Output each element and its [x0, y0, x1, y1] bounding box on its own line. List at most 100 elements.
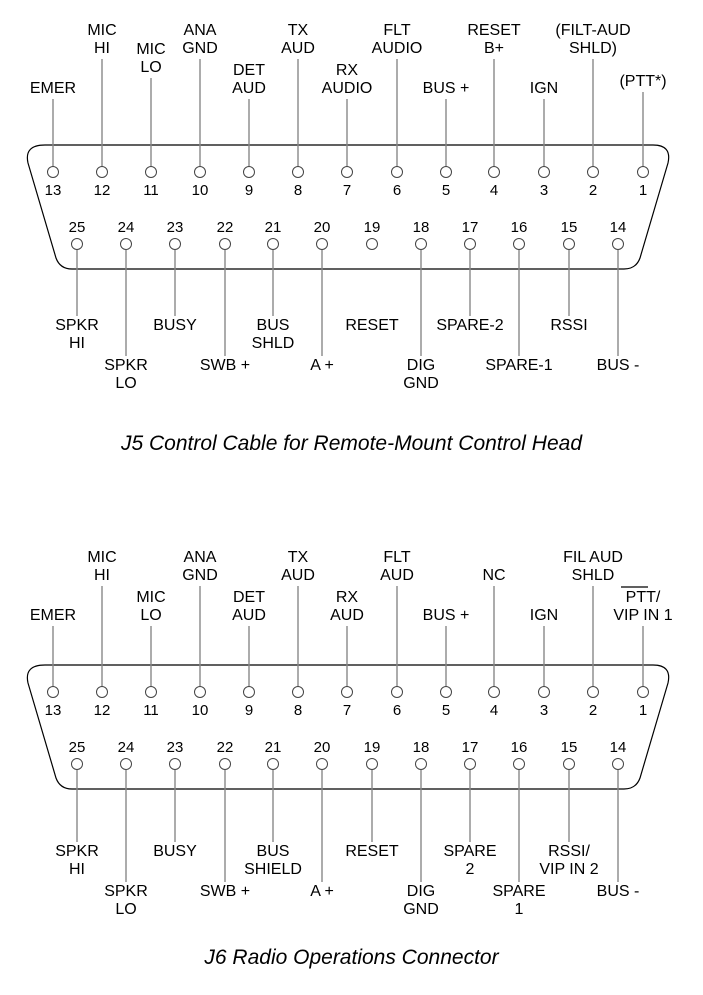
pin-number: 2 — [589, 182, 597, 199]
pin-label: GND — [182, 567, 218, 584]
pin-number: 14 — [610, 219, 627, 236]
pin-contact — [612, 238, 624, 250]
connector-shell — [26, 144, 670, 270]
pin-contact — [243, 166, 255, 178]
pin-label: FIL AUD — [563, 549, 623, 566]
pin-contact — [391, 686, 403, 698]
j6-connector: 13EMER12MICHI11MICLO10ANAGND9DETAUD8TXAU… — [26, 549, 673, 918]
pin-label: (FILT-AUD — [555, 22, 630, 39]
pin-label: BUS + — [423, 80, 470, 97]
pin-label: TX — [288, 22, 309, 39]
pin-label: RESET — [467, 22, 521, 39]
j5-caption: J5 Control Cable for Remote-Mount Contro… — [120, 432, 583, 455]
pin-number: 11 — [143, 182, 159, 199]
pin-label: LO — [140, 59, 161, 76]
pin-contact — [169, 758, 181, 770]
pin-label: SPKR — [104, 357, 148, 374]
connector-shell — [26, 664, 670, 790]
pin-number: 25 — [69, 219, 86, 236]
pin-number: 22 — [217, 219, 234, 236]
pin-label: HI — [69, 335, 85, 352]
pin-contact — [488, 686, 500, 698]
pin-number: 17 — [462, 739, 479, 756]
pin-number: 9 — [245, 702, 253, 719]
pin-label: GND — [403, 375, 439, 392]
pin-contact — [587, 166, 599, 178]
pin-label: HI — [94, 567, 110, 584]
pin-label: MIC — [136, 41, 165, 58]
pin-label: AUD — [330, 607, 364, 624]
pin-label: AUDIO — [322, 80, 373, 97]
pin-contact — [219, 238, 231, 250]
pin-number: 10 — [192, 702, 209, 719]
pin-label: IGN — [530, 607, 558, 624]
pin-label: GND — [182, 40, 218, 57]
pin-label: AUD — [380, 567, 414, 584]
pin-label: SPARE-2 — [436, 317, 503, 334]
pin-number: 4 — [490, 182, 498, 199]
pin-label: B+ — [484, 40, 504, 57]
pin-contact — [637, 166, 649, 178]
pin-13: 13 EMER — [30, 607, 76, 719]
pin-label: BUSY — [153, 317, 197, 334]
pin-contact — [488, 166, 500, 178]
pin-contact — [464, 238, 476, 250]
pin-label: EMER — [30, 607, 76, 624]
pin-number: 8 — [294, 182, 302, 199]
pin-number: 1 — [639, 702, 647, 719]
pin-contact — [415, 758, 427, 770]
pin-label: AUD — [232, 607, 266, 624]
pin-label: 1 — [515, 901, 524, 918]
pin-label: DET — [233, 589, 265, 606]
pin-label: SWB + — [200, 357, 250, 374]
pin-contact — [194, 686, 206, 698]
pin-number: 13 — [45, 702, 62, 719]
pin-number: 24 — [118, 739, 135, 756]
pin-number: 16 — [511, 739, 528, 756]
pin-contact — [538, 686, 550, 698]
pin-label: RSSI — [550, 317, 587, 334]
pin-number: 12 — [94, 702, 111, 719]
pin-label: BUS - — [597, 883, 640, 900]
pin-20: 20A + — [310, 219, 334, 374]
pin-number: 15 — [561, 219, 578, 236]
pin-number: 10 — [192, 182, 209, 199]
pin-label: FLT — [383, 549, 410, 566]
pin-contact — [145, 686, 157, 698]
pin-contact — [513, 758, 525, 770]
pin-number: 22 — [217, 739, 234, 756]
pin-4: 4NC — [482, 567, 505, 719]
pin-label: SHLD — [252, 335, 295, 352]
pin-label: RSSI/ — [548, 843, 590, 860]
j6-caption: J6 Radio Operations Connector — [204, 946, 499, 969]
pin-contact — [194, 166, 206, 178]
pin-contact — [464, 758, 476, 770]
pin-contact — [440, 166, 452, 178]
pin-number: 4 — [490, 702, 498, 719]
j5-connector: 13EMER12MICHI11MICLO10ANAGND9DETAUD8TXAU… — [26, 22, 670, 392]
pin-number: 20 — [314, 739, 331, 756]
pin-label: BUS - — [597, 357, 640, 374]
pin-number: 5 — [442, 702, 450, 719]
pin-number: 1 — [639, 182, 647, 199]
pin-1: 1(PTT*) — [619, 73, 666, 199]
pin-label: SPARE-1 — [485, 357, 552, 374]
pin-label: ANA — [184, 549, 217, 566]
pin-contact — [96, 686, 108, 698]
pin-label: SPARE — [492, 883, 545, 900]
pin-number: 8 — [294, 702, 302, 719]
pin-number: 25 — [69, 739, 86, 756]
